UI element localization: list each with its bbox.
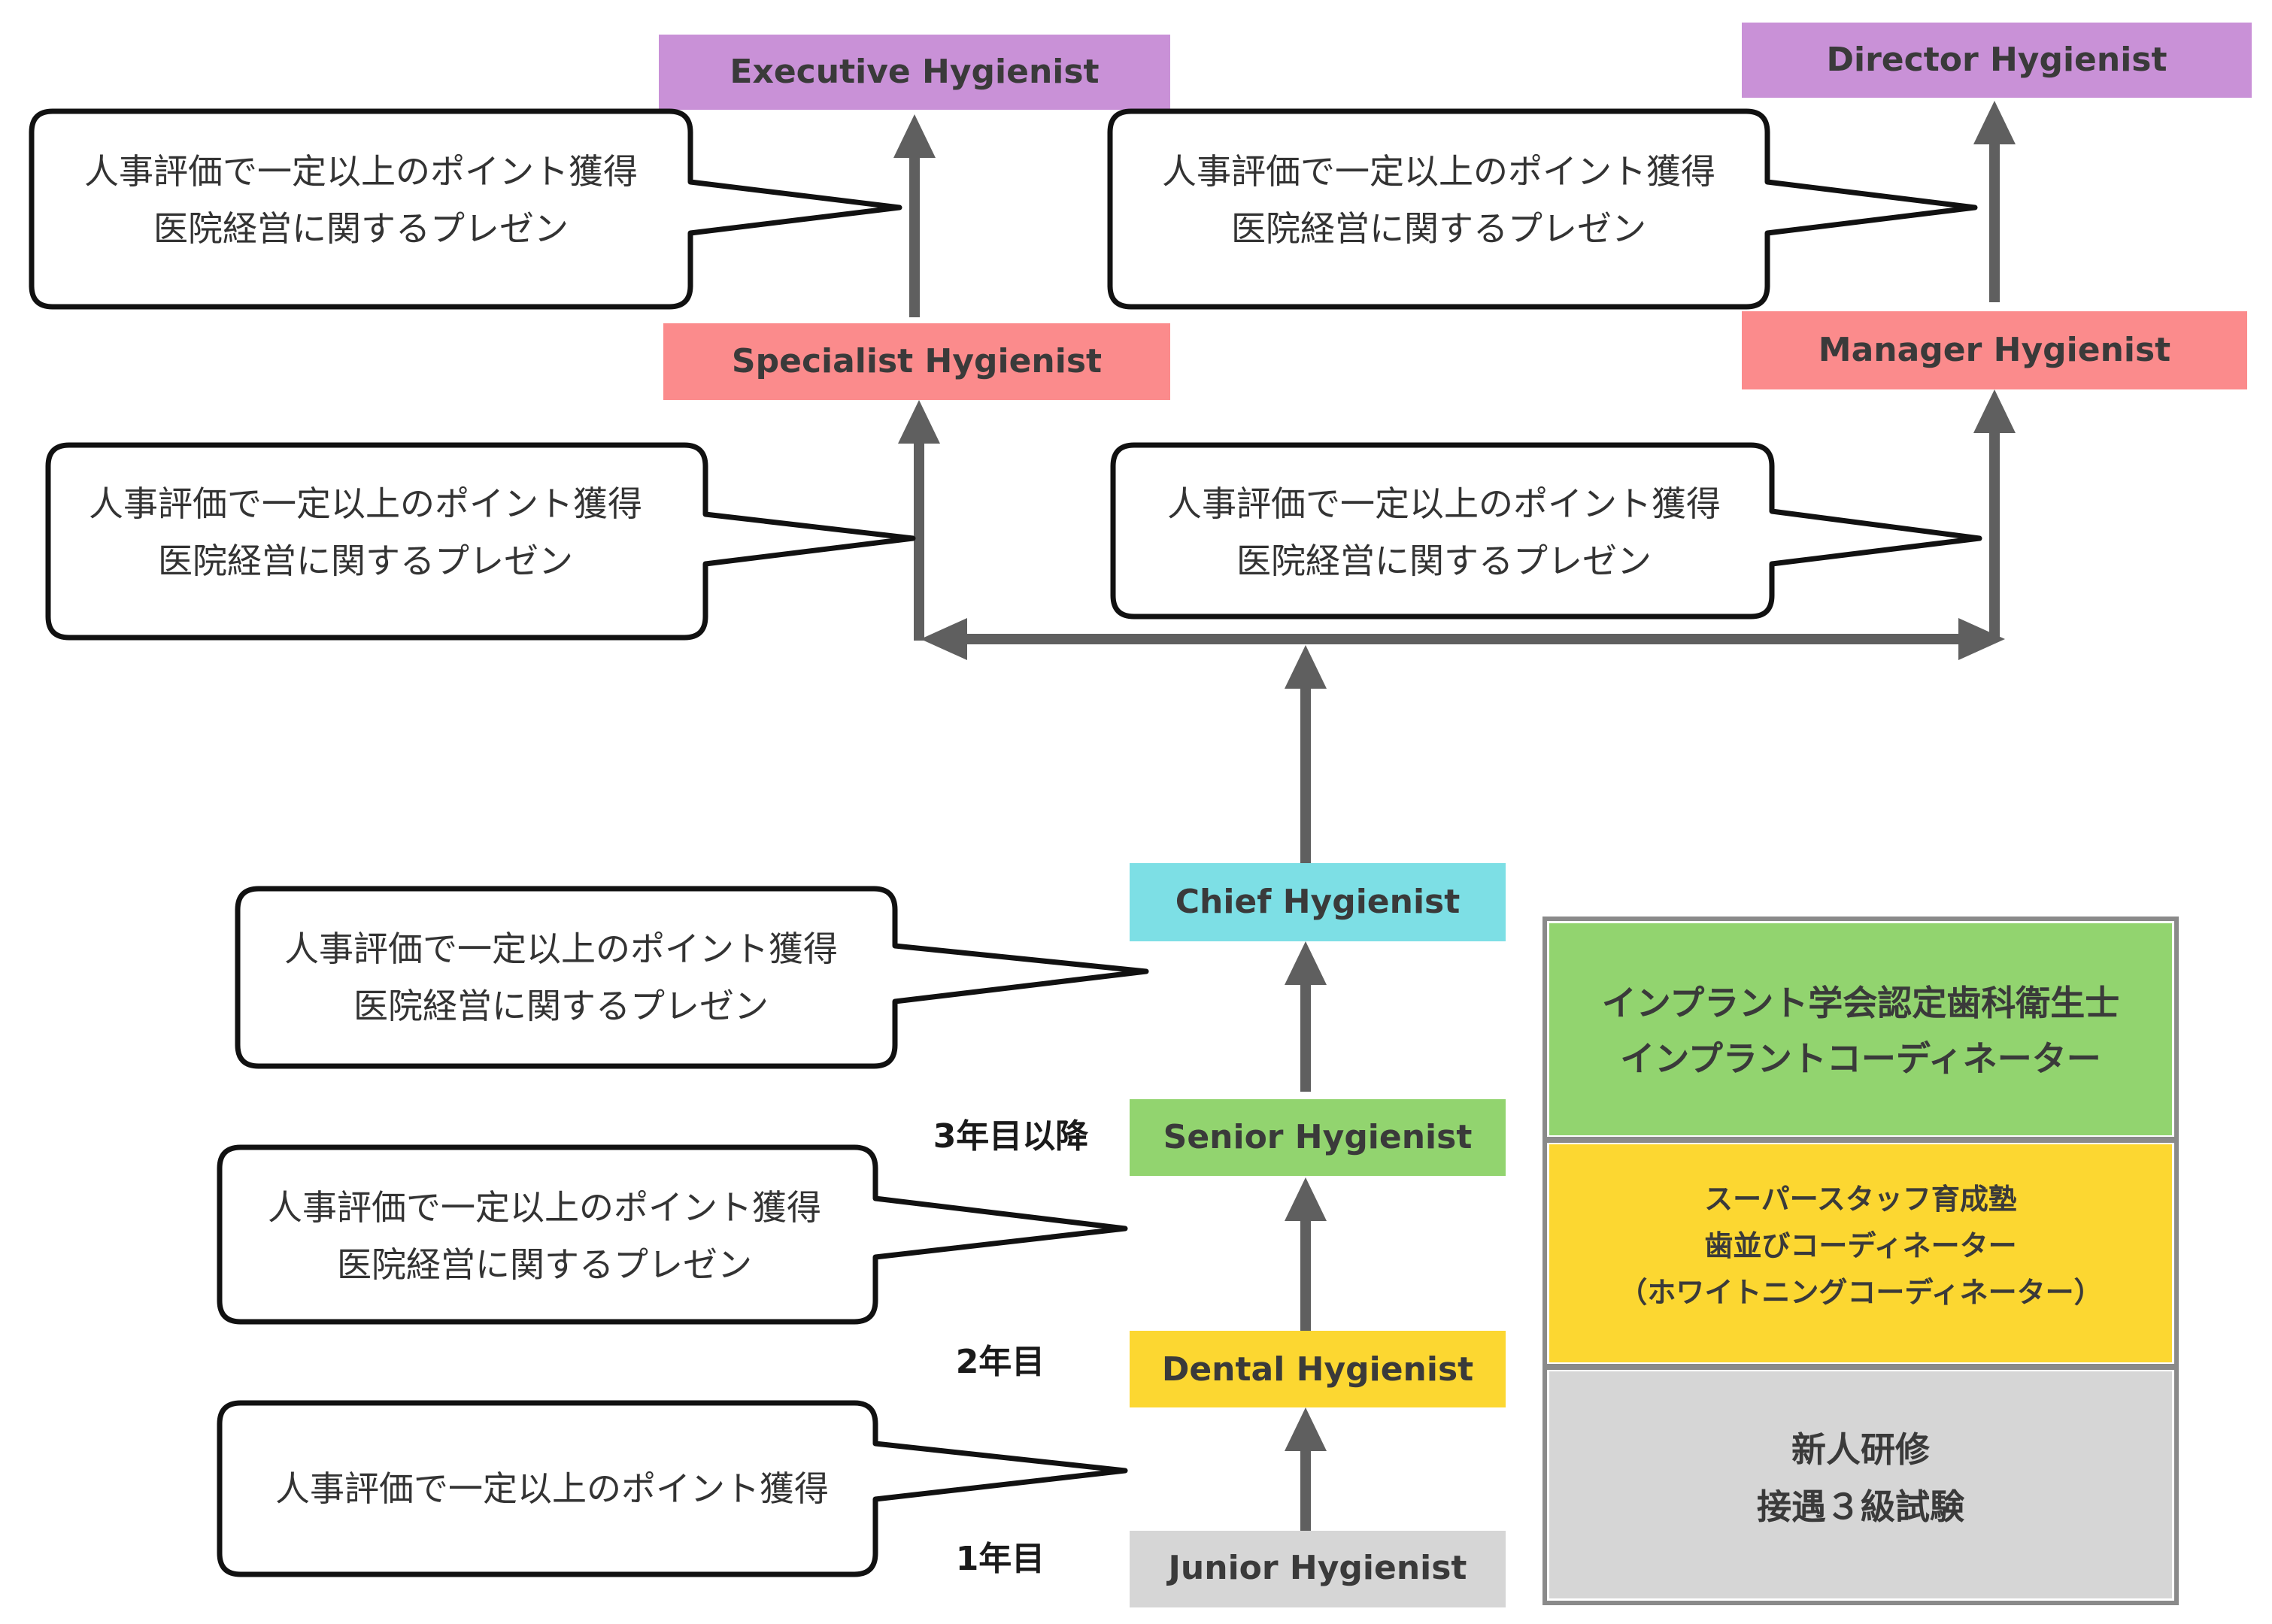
arrowhead-up [1285, 645, 1327, 689]
role-label-chief: Chief Hygienist [1175, 883, 1461, 921]
role-label-executive: Executive Hygienist [730, 53, 1099, 91]
arrowhead-up [893, 114, 936, 158]
arrowhead-up [1973, 101, 2016, 144]
role-box-junior [1130, 1531, 1506, 1607]
bubble-text-specialist-1: 人事評価で一定以上のポイント獲得 [89, 483, 642, 524]
bubble-to-director [1107, 108, 1978, 310]
bubble-to-chief [235, 886, 1149, 1069]
bubble-text-senior-1: 人事評価で一定以上のポイント獲得 [268, 1187, 821, 1228]
year-label-senior: 3年目以降 [933, 1117, 1089, 1156]
panel-newcomer-line-1: 新人研修 [1791, 1429, 1931, 1470]
panel-border [1542, 917, 2179, 1605]
role-label-director: Director Hygienist [1826, 41, 2167, 79]
bubble-to-senior [217, 1144, 1128, 1325]
role-label-manager: Manager Hygienist [1819, 331, 2170, 369]
bubble-text-chief-1: 人事評価で一定以上のポイント獲得 [284, 929, 838, 969]
role-box-specialist [663, 323, 1170, 400]
panel-implant [1549, 923, 2172, 1135]
bubble-to-executive [29, 108, 902, 310]
role-label-junior: Junior Hygienist [1166, 1549, 1467, 1587]
panel-staff [1549, 1144, 2172, 1362]
bubble-text-specialist-2: 医院経営に関するプレゼン [158, 541, 573, 581]
arrowhead-right [1958, 618, 2005, 660]
role-box-manager [1742, 311, 2247, 389]
panel-staff-line-3: （ホワイトニングコーディネーター） [1618, 1276, 2102, 1309]
bubble-to-dental [217, 1400, 1128, 1577]
panel-implant-line-1: インプラント学会認定歯科衛生士 [1602, 983, 2120, 1023]
arrowhead-up [1973, 389, 2016, 433]
bubble-text-manager-1: 人事評価で一定以上のポイント獲得 [1167, 483, 1721, 524]
role-box-senior [1130, 1099, 1506, 1176]
bubble-text-director-1: 人事評価で一定以上のポイント獲得 [1162, 151, 1715, 192]
speech-bubbles [29, 108, 1982, 1577]
arrows [893, 101, 2016, 1531]
panel-staff-line-2: 歯並びコーディネーター [1704, 1229, 2016, 1262]
year-label-junior: 1年目 [956, 1540, 1045, 1578]
year-label-dental: 2年目 [956, 1343, 1045, 1381]
arrowhead-left [921, 618, 967, 660]
bubble-text-manager-2: 医院経営に関するプレゼン [1236, 541, 1652, 581]
bubble-text-executive-1: 人事評価で一定以上のポイント獲得 [84, 151, 638, 192]
bubble-to-specialist [45, 442, 916, 641]
arrowhead-up [898, 400, 940, 444]
panel-implant-line-2: インプラントコーディネーター [1620, 1038, 2101, 1079]
arrowhead-up [1285, 941, 1327, 985]
bubble-text-executive-2: 医院経営に関するプレゼン [153, 208, 569, 249]
panel-staff-line-1: スーパースタッフ育成塾 [1704, 1183, 2017, 1216]
bubble-text-senior-2: 医院経営に関するプレゼン [337, 1244, 752, 1285]
role-label-senior: Senior Hygienist [1163, 1118, 1473, 1156]
bubble-text-director-2: 医院経営に関するプレゼン [1231, 208, 1646, 249]
role-box-dental [1130, 1331, 1506, 1407]
bubble-text-dental-1: 人事評価で一定以上のポイント獲得 [275, 1468, 829, 1509]
role-box-executive [659, 35, 1170, 110]
role-label-dental: Dental Hygienist [1162, 1350, 1473, 1389]
panel-newcomer [1549, 1371, 2172, 1598]
arrowhead-up [1285, 1407, 1327, 1451]
role-label-specialist: Specialist Hygienist [732, 342, 1102, 380]
role-box-chief [1130, 863, 1506, 941]
role-box-director [1742, 23, 2252, 98]
panel-newcomer-line-2: 接遇３級試験 [1757, 1486, 1965, 1527]
bubble-to-manager [1110, 442, 1982, 620]
arrowhead-up [1285, 1177, 1327, 1221]
bubble-text-chief-2: 医院経営に関するプレゼン [353, 986, 769, 1026]
